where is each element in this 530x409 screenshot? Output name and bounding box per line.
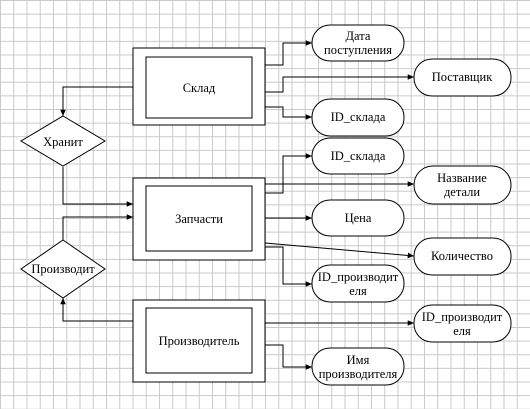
entity-manufacturer: Производитель <box>132 299 266 383</box>
attribute-quantity: Количество <box>413 237 512 276</box>
attribute-parts-manufacturer-id-line1: ID_производит <box>318 270 399 284</box>
connector-parts-quantity <box>264 242 415 259</box>
attribute-parts-manufacturer-id-line2: еля <box>349 284 367 298</box>
attribute-parts-manufacturer-id: ID_производит еля <box>311 264 405 303</box>
attribute-manufacturer-id: ID_производит еля <box>413 304 512 343</box>
relation-stores-label: Хранит <box>43 135 83 149</box>
attribute-receipt-date-line2: поступления <box>324 43 392 57</box>
attribute-warehouse-id: ID_склада <box>311 98 405 137</box>
attribute-warehouse-id-label: ID_склада <box>331 110 386 124</box>
relation-produces: Производит <box>20 239 106 299</box>
attribute-part-name: Название детали <box>413 165 512 205</box>
relation-stores: Хранит <box>20 115 106 167</box>
attribute-price: Цена <box>311 199 405 237</box>
attribute-manufacturer-name: Имя производителя <box>311 347 405 386</box>
connector-manufacturer-name <box>265 344 312 370</box>
attribute-parts-warehouse-id: ID_склада <box>311 137 405 175</box>
entity-manufacturer-label: Производитель <box>159 334 240 348</box>
attribute-parts-warehouse-id-label: ID_склада <box>331 149 386 163</box>
entity-parts: Запчасти <box>132 177 266 261</box>
connector-warehouse-id <box>265 106 312 120</box>
attribute-supplier: Поставщик <box>413 58 512 97</box>
attribute-supplier-label: Поставщик <box>432 70 494 84</box>
connector-parts-manufacturer-id <box>265 246 312 287</box>
attribute-price-label: Цена <box>345 211 372 225</box>
entity-parts-label: Запчасти <box>175 212 223 226</box>
connector-warehouse-supplier <box>265 74 414 93</box>
attribute-part-name-line1: Название <box>437 171 487 185</box>
connector-produces-parts <box>62 214 133 240</box>
attribute-receipt-date-line1: Дата <box>346 29 371 43</box>
connector-warehouse-receipt-date <box>265 40 312 66</box>
connector-stores-parts <box>62 167 133 207</box>
attribute-part-name-line2: детали <box>444 185 480 199</box>
attribute-manufacturer-id-line1: ID_производит <box>422 310 503 324</box>
attribute-manufacturer-name-line2: производителя <box>319 367 398 381</box>
connector-manufacturer-produces <box>60 298 133 322</box>
attribute-quantity-label: Количество <box>431 249 493 263</box>
connector-parts-warehouse-id <box>265 153 312 194</box>
connector-warehouse-stores <box>60 86 133 116</box>
attribute-manufacturer-id-line2: еля <box>453 324 471 338</box>
entity-warehouse: Склад <box>132 47 266 126</box>
attribute-receipt-date: Дата поступления <box>311 24 405 62</box>
relation-produces-label: Производит <box>31 262 95 276</box>
attribute-manufacturer-name-line1: Имя <box>347 353 370 367</box>
entity-warehouse-label: Склад <box>183 81 216 95</box>
